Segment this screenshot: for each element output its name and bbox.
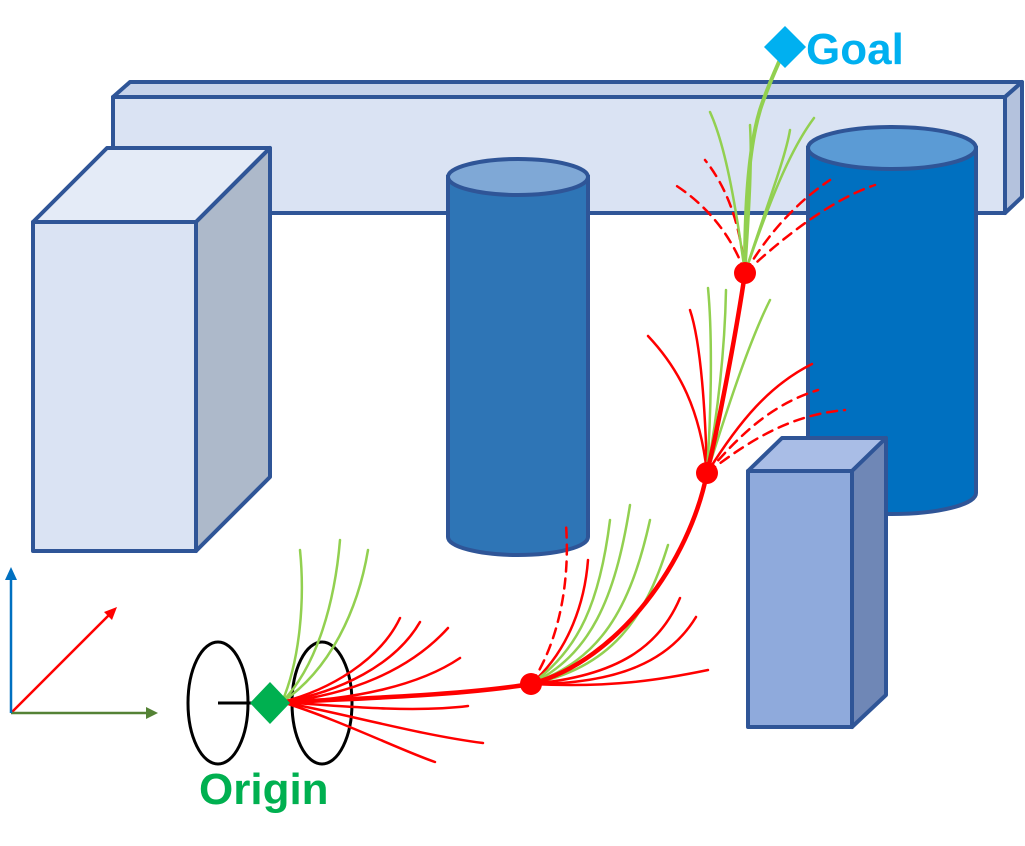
collision-candidate-dashed [670,181,747,275]
small-box-side [850,436,888,729]
collision-candidate [280,620,422,704]
collision-candidate [646,334,709,475]
waypoint3-candidates [670,110,877,275]
collision-candidate [280,626,450,704]
back-wall-top [111,80,1024,99]
origin-candidates [280,538,485,764]
collision-candidate [529,615,698,686]
feasible-candidate [529,503,632,686]
collision-candidate-dashed [529,523,569,686]
left-box-front [31,220,198,553]
feasible-candidate [280,548,304,704]
goal-diamond-icon [764,26,806,68]
back-wall-side [1003,80,1024,215]
collision-candidate [280,700,437,764]
small-box-front [746,469,854,729]
feasible-candidate [280,548,370,704]
goal-label: Goal [806,25,904,74]
collision-candidate-dashed [743,178,832,275]
collision-candidate [688,308,709,475]
center-cylinder-top [446,157,590,197]
coordinate-axes [5,567,158,719]
center-cylinder-body [446,175,590,557]
collision-candidate-dashed [705,408,847,475]
feasible-candidate [708,110,747,275]
selected-path [279,270,748,705]
feasible-candidate [705,286,713,475]
collision-candidate-dashed [705,388,820,475]
collision-candidate-dashed [743,183,877,275]
waypoint-marker-2 [696,462,718,484]
origin-label: Origin [199,765,329,814]
goal-path [743,46,787,275]
collision-candidate [280,616,402,704]
axis-x-arrowhead [104,607,117,620]
collision-candidate [529,596,682,686]
waypoint-marker-1 [520,673,542,695]
axis-z-arrowhead [5,567,17,580]
left-box [31,146,272,553]
axis-y-arrowhead [146,707,158,719]
waypoint-marker-3 [734,262,756,284]
axis-x [10,613,111,714]
small-box [746,436,888,729]
collision-candidate [280,700,470,711]
left-box-side [194,146,272,553]
origin-diamond-icon [250,682,290,724]
collision-candidate [529,668,710,687]
collision-candidate [529,558,590,686]
feasible-candidate [529,518,612,686]
center-cylinder [446,157,590,557]
collision-candidate [280,700,485,745]
feasible-candidate [743,116,816,275]
collision-candidate [705,362,814,475]
feasible-candidate [280,538,342,704]
right-cylinder-top [806,125,978,171]
